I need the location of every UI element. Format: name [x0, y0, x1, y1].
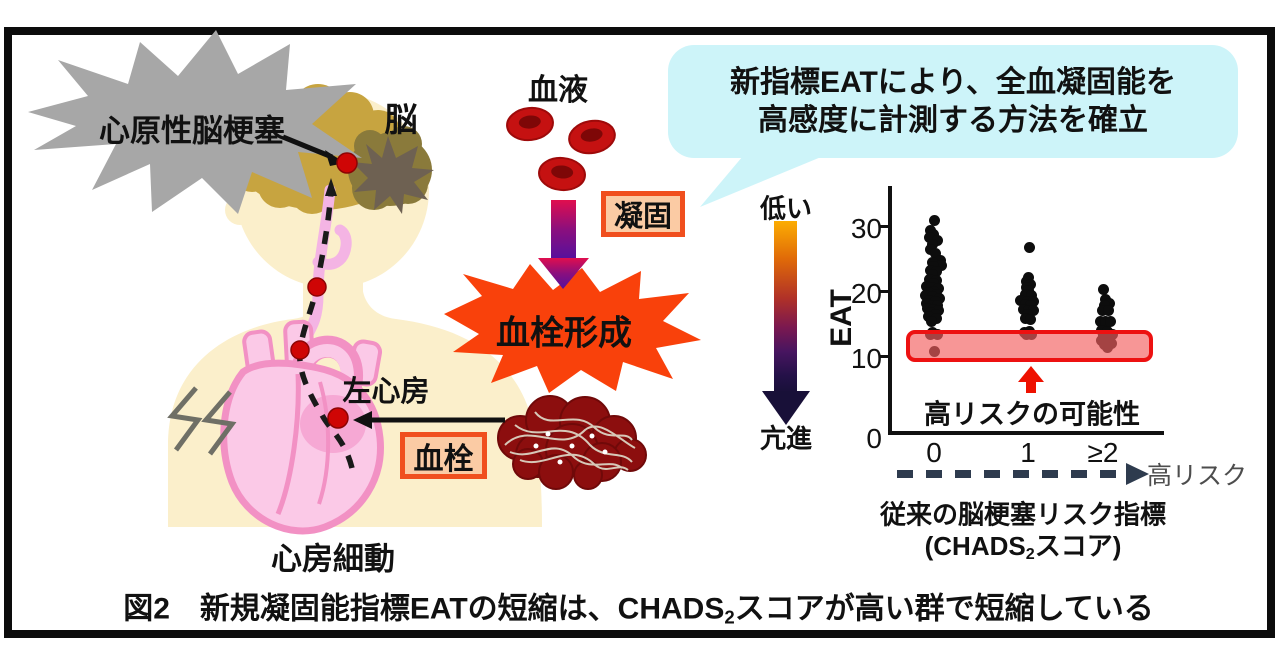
- y-axis-line: [888, 186, 892, 435]
- blood-label: 血液: [528, 74, 588, 107]
- y-tick-mark: [880, 355, 889, 358]
- y-tick-label-30: 30: [850, 213, 882, 244]
- eat-gradient-arrowhead-icon: [762, 391, 810, 425]
- x-axis-title-line1: 従来の脳梗塞リスク指標: [879, 499, 1167, 530]
- band-pointer-arrow-icon: [1018, 366, 1044, 382]
- y-tick-label-0: 0: [866, 423, 882, 454]
- brain-label: 脳: [384, 101, 418, 138]
- figure-caption: 図2 新規凝固能指標EATの短縮は、CHADS2スコアが高い群で短縮している: [123, 592, 1154, 628]
- scale-low-label: 低い: [759, 193, 813, 224]
- y-tick-mark: [880, 290, 889, 293]
- coagulation-label: 凝固: [613, 201, 672, 233]
- coagulation-box: 凝固: [601, 191, 685, 237]
- x-tick-label-ge2: ≥2: [1087, 437, 1119, 468]
- x-tick-label-0: 0: [926, 437, 942, 468]
- y-tick-label-10: 10: [850, 343, 882, 374]
- caption-chads2-subscript: 2: [724, 606, 735, 628]
- cardiogenic-stroke-label: 心原性脳梗塞: [99, 113, 285, 149]
- figure-number: 図2: [123, 592, 170, 626]
- thrombus-label: 血栓: [413, 442, 474, 476]
- atrial-fibrillation-label: 心房細動: [271, 541, 395, 577]
- callout-bubble: 新指標EATにより、全血凝固能を 高感度に計測する方法を確立: [668, 45, 1238, 158]
- chads2-subscript: 2: [1025, 545, 1035, 564]
- thrombus-formation-label: 血栓形成: [496, 314, 632, 353]
- scale-high-label: 亢進: [759, 423, 813, 454]
- thrombus-box: 血栓: [400, 432, 487, 479]
- y-tick-mark: [880, 225, 889, 228]
- left-atrium-label: 左心房: [342, 376, 430, 408]
- eat-gradient-bar: [774, 221, 797, 393]
- callout-line2: 高感度に計測する方法を確立: [758, 103, 1148, 137]
- high-risk-band-label: 高リスクの可能性: [924, 399, 1140, 430]
- high-risk-band: [906, 329, 1153, 362]
- figure-border: [4, 27, 1275, 638]
- band-pointer-arrow-shaft: [1026, 380, 1036, 393]
- y-tick-label-20: 20: [850, 278, 882, 309]
- x-axis-title-line2: (CHADS2スコア): [924, 530, 1122, 564]
- x-axis-line: [888, 431, 1164, 435]
- callout-line1: 新指標EATにより、全血凝固能を: [730, 65, 1176, 99]
- x-tick-label-1: 1: [1020, 437, 1036, 468]
- high-risk-direction-label: 高リスク: [1146, 462, 1248, 490]
